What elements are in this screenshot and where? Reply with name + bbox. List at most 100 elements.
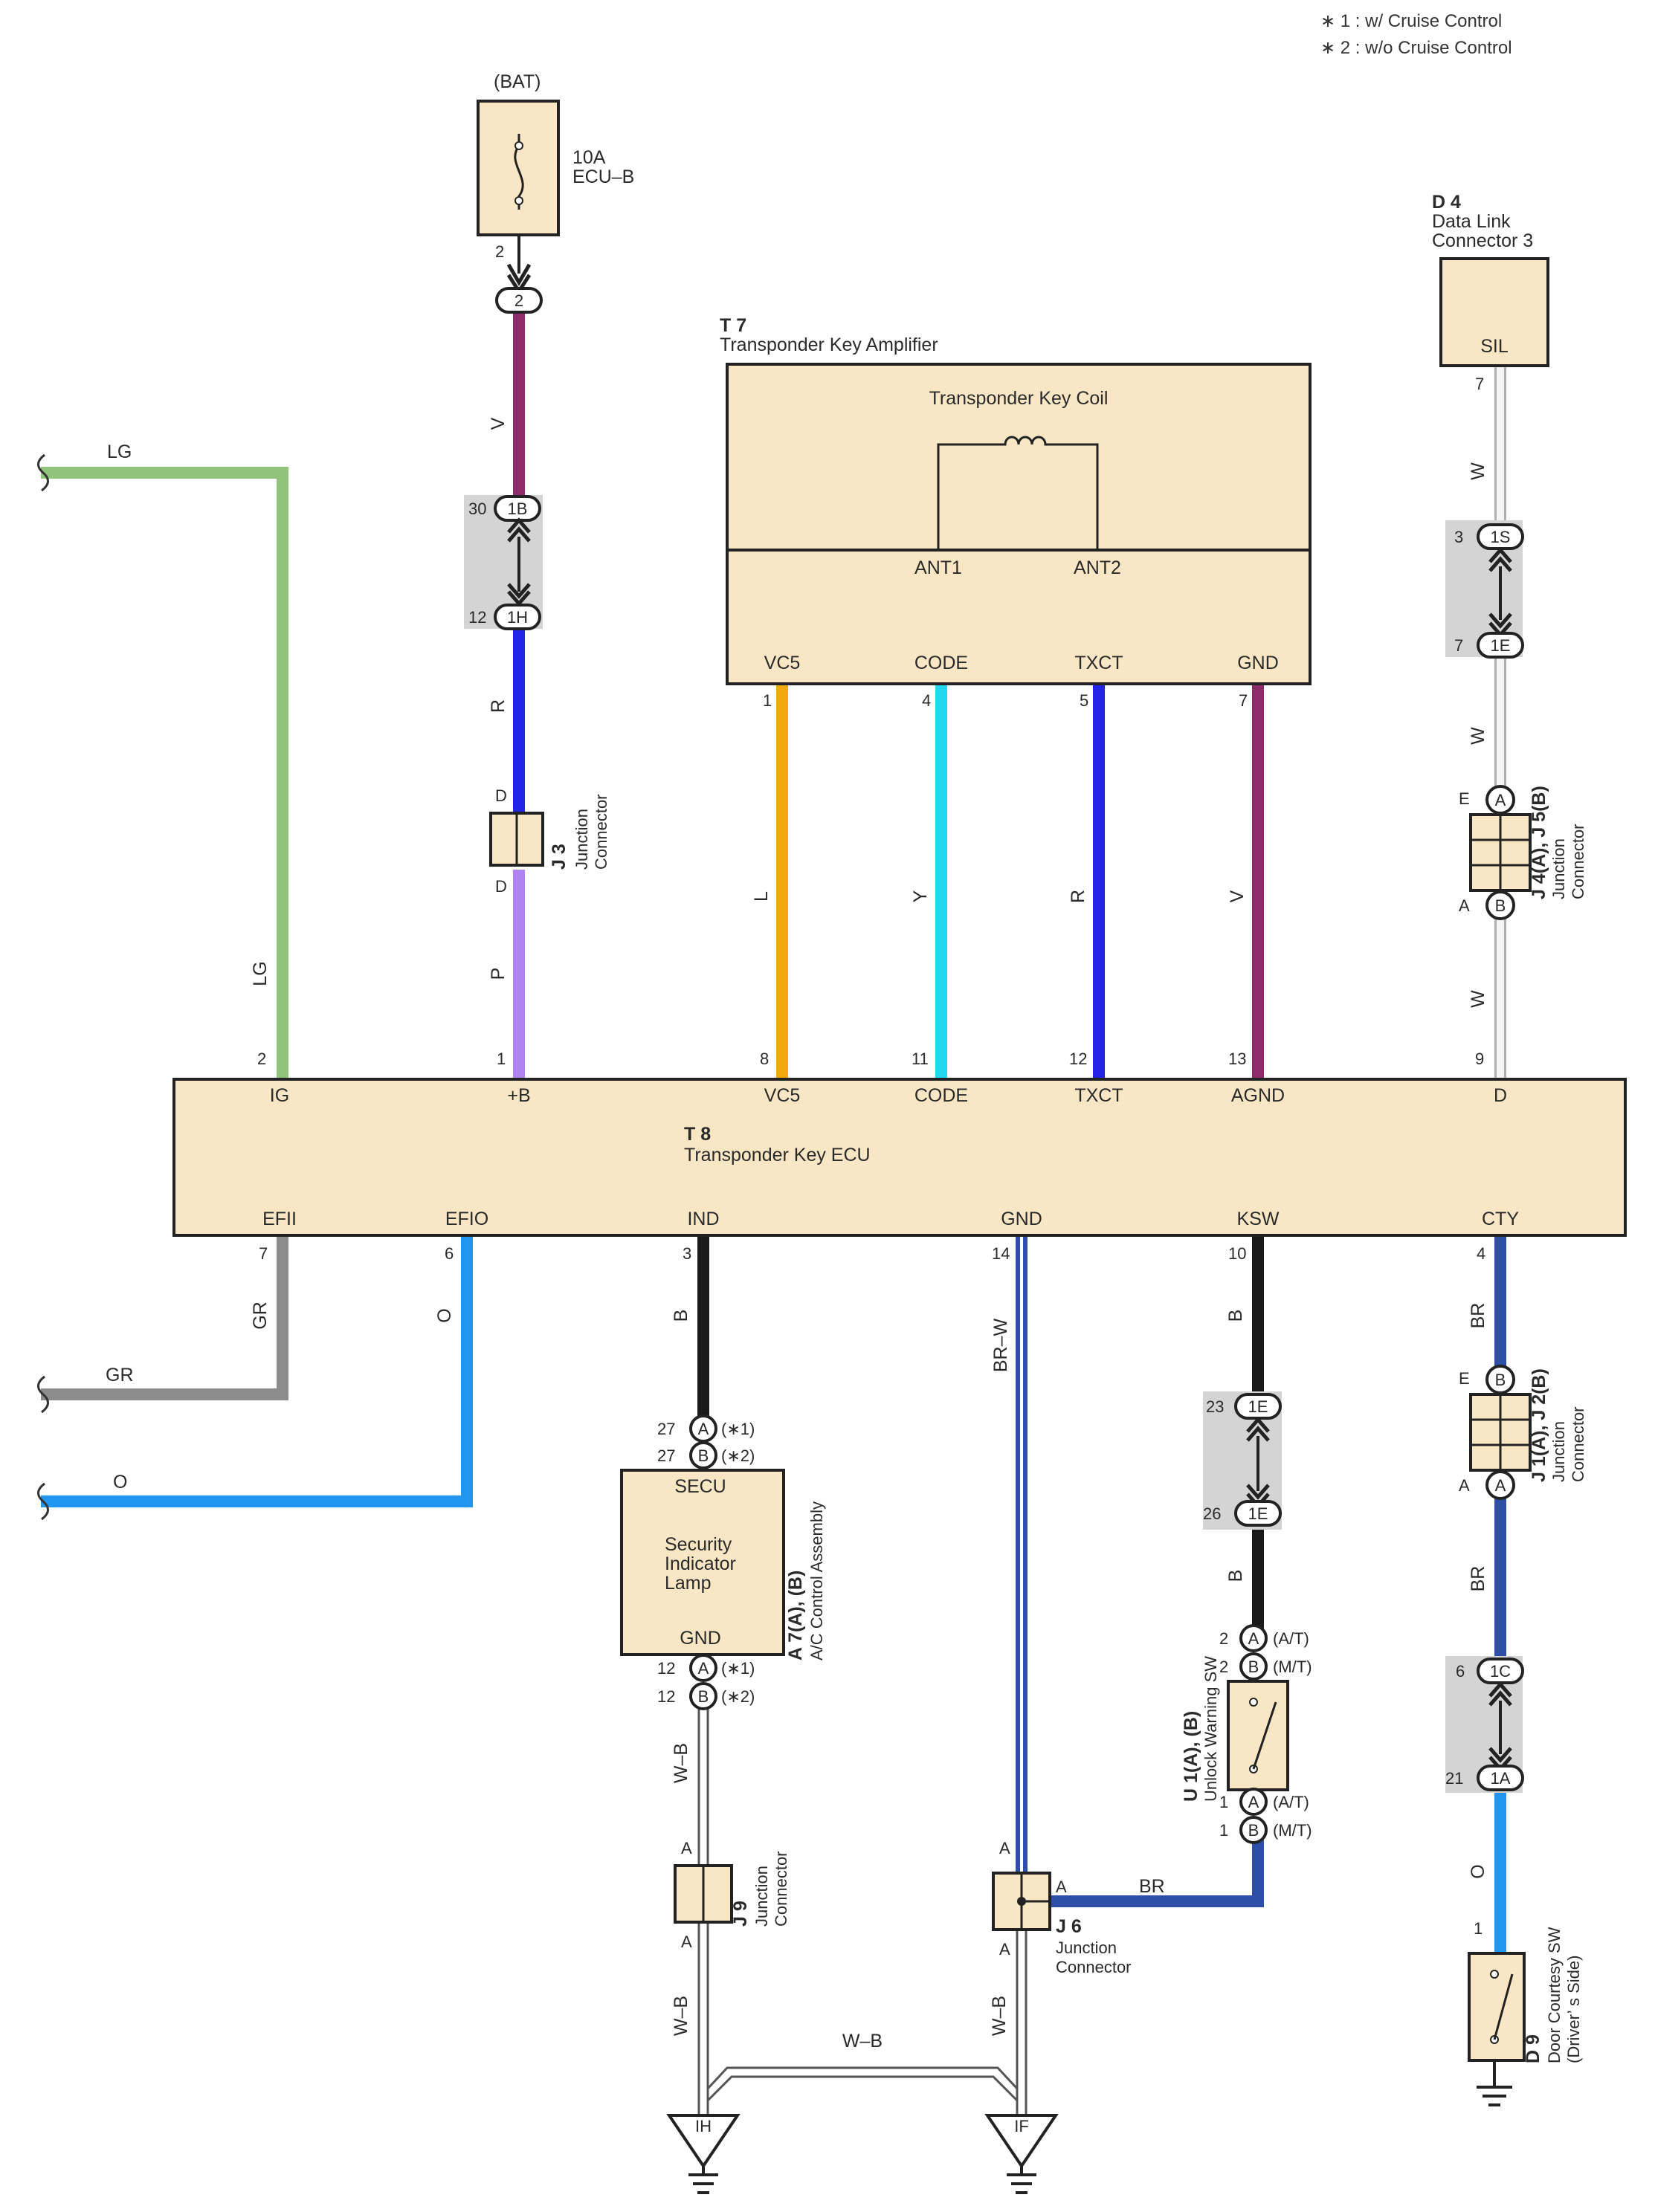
- a7-name: A/C Control Assembly: [807, 1501, 826, 1660]
- t8-pin-vc5: VC5: [764, 1085, 801, 1106]
- t7-amplifier-box: [726, 363, 1312, 685]
- fuse-rating: 10A: [572, 147, 606, 168]
- wire-label-l: L: [751, 891, 772, 902]
- wire-label-w2: W: [1468, 727, 1488, 745]
- t8-pin-efio: EFIO: [445, 1209, 488, 1229]
- wire-label-v-gnd: V: [1227, 890, 1248, 902]
- t8-ecu-box: [172, 1078, 1627, 1237]
- d4-jname2: Connector: [1569, 824, 1587, 899]
- t8-num-3: 3: [683, 1244, 691, 1263]
- cty-jname1: Junction: [1549, 1421, 1568, 1482]
- wire-label-b-ksw2: B: [1225, 1570, 1246, 1582]
- cty-j-bot-circle: [1485, 1470, 1515, 1500]
- wire-label-y: Y: [910, 890, 931, 902]
- pin-26: 26: [1203, 1504, 1221, 1523]
- wire-wb-j6: [1016, 1930, 1027, 2118]
- ksw-t-b-note: (M/T): [1273, 1658, 1312, 1676]
- a7-top-b-num: 27: [657, 1446, 675, 1465]
- t7-ant2: ANT2: [1074, 557, 1121, 578]
- a7-top-a-num: 27: [657, 1420, 675, 1438]
- cty-j-top-label: B: [1495, 1371, 1506, 1389]
- wire-label-b-ksw1: B: [1225, 1310, 1246, 1322]
- t7-pin-gnd: GND: [1237, 653, 1279, 673]
- t8-code: T 8: [684, 1124, 711, 1145]
- ground-ih-symbol: [688, 2166, 718, 2194]
- ksw-t-b-circle: [1239, 1652, 1268, 1681]
- conn-1e-d4-label: 1E: [1491, 636, 1511, 655]
- ksw-unlock-warning-switch: [1227, 1680, 1289, 1791]
- wire-label-o-door: O: [1468, 1864, 1488, 1878]
- a7-bot-a: A: [698, 1659, 709, 1678]
- ksw-b-b-circle: [1239, 1816, 1268, 1844]
- pin-7-d4: 7: [1454, 636, 1463, 655]
- wire-label-w1: W: [1468, 462, 1488, 480]
- t7-coil-label: Transponder Key Coil: [929, 388, 1109, 409]
- t8-pin-ind: IND: [687, 1209, 719, 1229]
- conn-1e-ksw-top-label: 1E: [1248, 1397, 1268, 1416]
- ground-if-label: IF: [1014, 2117, 1029, 2135]
- a7-bot-a-num: 12: [657, 1659, 675, 1678]
- fuse-conn-oval: [495, 287, 543, 314]
- a7-control-assembly-box: [620, 1469, 785, 1656]
- d4-j-bot-label: B: [1495, 896, 1506, 915]
- a7-bot-b-note: (∗2): [721, 1687, 755, 1706]
- cty-j-bot-pin: A: [1459, 1476, 1470, 1495]
- wire-label-b-ind: B: [671, 1310, 691, 1322]
- ksw-t-a-num: 2: [1219, 1629, 1228, 1648]
- ksw-b-a-note: (A/T): [1273, 1793, 1309, 1811]
- ksw-b-a-circle: [1239, 1788, 1268, 1816]
- t7-num-4: 4: [922, 691, 931, 710]
- pin-12: 12: [468, 608, 486, 627]
- wire-br-ksw: [1045, 1833, 1264, 1907]
- conn-1a: [1477, 1765, 1524, 1791]
- t8-pin-gnd: GND: [1001, 1209, 1042, 1229]
- wire-break-lg: [37, 453, 49, 492]
- door-sw-code: D 9: [1523, 2034, 1543, 2063]
- j6-name2: Connector: [1056, 1958, 1132, 1976]
- j3-name1: Junction: [572, 809, 591, 870]
- wire-label-r-txct: R: [1068, 890, 1088, 903]
- t8-pin-agnd: AGND: [1231, 1085, 1285, 1106]
- conn-1a-label: 1A: [1491, 1769, 1511, 1788]
- wire-label-lg-h: LG: [107, 442, 132, 462]
- j6-name1: Junction: [1056, 1938, 1117, 1957]
- t7-name: Transponder Key Amplifier: [720, 334, 938, 355]
- a7-pin-secu: SECU: [674, 1476, 726, 1497]
- wire-label-br-j6: BR: [1139, 1876, 1165, 1897]
- ground-if-symbol: [1007, 2166, 1036, 2194]
- ksw-name: Unlock Warning SW: [1201, 1656, 1220, 1802]
- a7-top-b: B: [698, 1446, 709, 1465]
- t8-pin-code: CODE: [914, 1085, 968, 1106]
- door-courtesy-switch: [1468, 1952, 1526, 2062]
- t8-num-11: 11: [912, 1050, 929, 1068]
- a7-top-a: A: [698, 1420, 709, 1438]
- t8-num-14: 14: [992, 1244, 1010, 1263]
- conn-1e-ksw-bottom: [1234, 1500, 1282, 1527]
- door-sw-pin: 1: [1474, 1919, 1483, 1938]
- a7-top-b-circle: [689, 1441, 717, 1469]
- conn-1h: [494, 604, 541, 630]
- d4-connector-box: [1439, 257, 1549, 367]
- a7-bot-b-num: 12: [657, 1687, 675, 1706]
- a7-lamp-2: Indicator: [665, 1553, 736, 1574]
- d4-pin-sil: SIL: [1480, 336, 1509, 357]
- cty-j-top-pin: E: [1459, 1369, 1470, 1388]
- conn-1e-d4: [1477, 632, 1524, 659]
- fuse-conn-label: 2: [514, 291, 523, 310]
- wire-label-gr-h: GR: [106, 1365, 134, 1385]
- a7-pin-gnd: GND: [680, 1628, 721, 1649]
- a7-bot-b-circle: [689, 1682, 717, 1710]
- t8-name: Transponder Key ECU: [684, 1145, 871, 1165]
- t8-num-6: 6: [445, 1244, 454, 1263]
- ground-if-triangle: [984, 2114, 1059, 2169]
- wire-label-wb-j9: W–B: [671, 1996, 691, 2036]
- wire-label-p: P: [488, 968, 509, 980]
- ksw-b-b: B: [1248, 1821, 1259, 1840]
- conn-1s-label: 1S: [1491, 528, 1511, 546]
- a7-code: A 7(A), (B): [785, 1571, 806, 1660]
- wire-gr: [41, 1235, 288, 1400]
- j9-pin-top: A: [681, 1839, 692, 1857]
- t8-pin-plus-b: +B: [507, 1085, 530, 1106]
- t8-num-2: 2: [257, 1050, 266, 1068]
- t7-ant1: ANT1: [914, 557, 962, 578]
